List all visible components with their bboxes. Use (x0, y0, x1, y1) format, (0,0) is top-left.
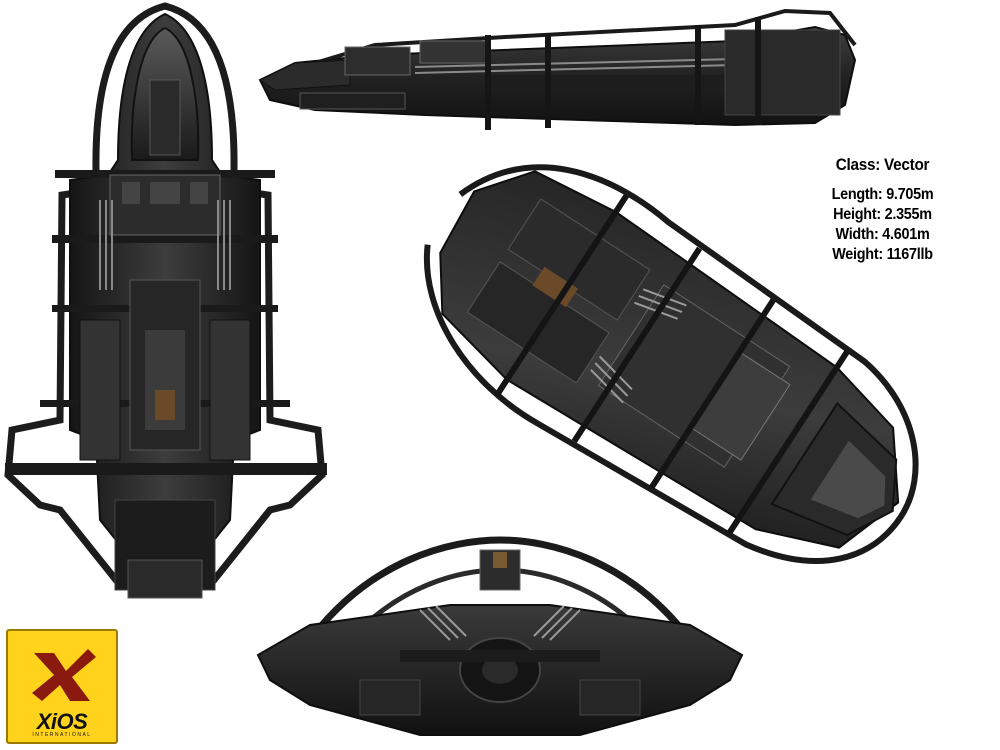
xios-logo: XiOS INTERNATIONAL (6, 629, 118, 744)
side-view-illustration (258, 8, 857, 130)
side-view (255, 5, 860, 135)
xios-mark-icon (32, 649, 96, 701)
front-view (250, 530, 750, 750)
spec-class: Class: Vector (835, 155, 930, 174)
spec-block: Class: Vector Length: 9.705m Height: 2.3… (805, 154, 960, 265)
logo-brand: XiOS (36, 709, 88, 734)
perspective-view-illustration (423, 164, 919, 564)
front-view-illustration (256, 536, 744, 736)
top-view-illustration (4, 2, 327, 599)
logo-subtitle: INTERNATIONAL (32, 732, 92, 738)
spec-height: Height: 2.355m (833, 206, 932, 223)
top-view (0, 0, 330, 630)
perspective-view (385, 155, 945, 595)
spec-length: Length: 9.705m (831, 186, 934, 203)
spec-weight: Weight: 1167llb (832, 246, 933, 263)
spec-width: Width: 4.601m (835, 226, 930, 243)
